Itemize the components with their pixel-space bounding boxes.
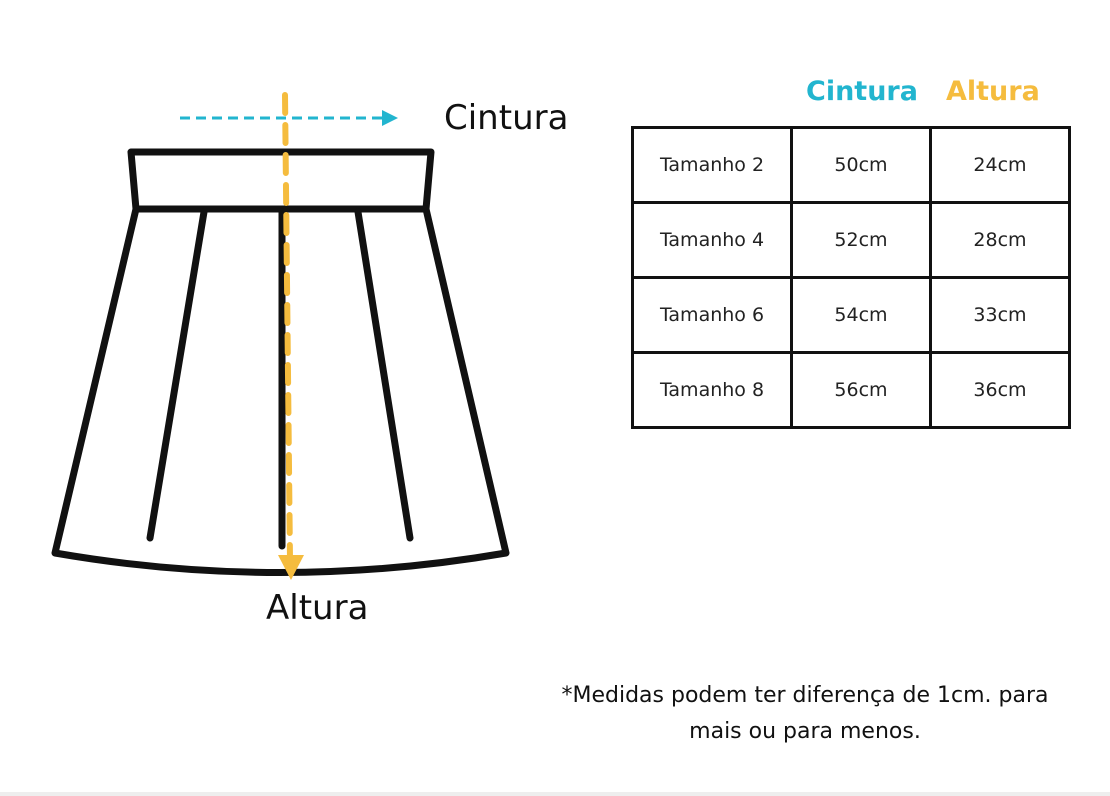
pleat-line xyxy=(354,208,414,542)
length-cell: 28cm xyxy=(929,201,1071,279)
waist-cell: 54cm xyxy=(790,276,932,354)
table-row: Tamanho 2 50cm 24cm xyxy=(631,126,1071,204)
size-table: Tamanho 2 50cm 24cm Tamanho 4 52cm 28cm … xyxy=(631,126,1071,429)
size-cell: Tamanho 6 xyxy=(631,276,793,354)
skirt-waistband xyxy=(127,148,435,213)
waist-cell: 50cm xyxy=(790,126,932,204)
table-row: Tamanho 6 54cm 33cm xyxy=(631,276,1071,354)
header-waist: Cintura xyxy=(806,76,918,107)
table-row: Tamanho 4 52cm 28cm xyxy=(631,201,1071,279)
waist-label: Cintura xyxy=(444,98,569,138)
header-length: Altura xyxy=(946,76,1040,107)
length-cell: 33cm xyxy=(929,276,1071,354)
waist-cell: 56cm xyxy=(790,351,932,429)
length-label: Altura xyxy=(266,588,369,628)
length-cell: 36cm xyxy=(929,351,1071,429)
table-row: Tamanho 8 56cm 36cm xyxy=(631,351,1071,429)
length-arrow xyxy=(282,92,293,563)
measurement-note: *Medidas podem ter diferença de 1cm. par… xyxy=(520,678,1090,750)
size-cell: Tamanho 2 xyxy=(631,126,793,204)
waist-cell: 52cm xyxy=(790,201,932,279)
size-cell: Tamanho 4 xyxy=(631,201,793,279)
bottom-divider xyxy=(0,792,1110,796)
note-line-2: mais ou para menos. xyxy=(689,719,921,744)
note-line-1: *Medidas podem ter diferença de 1cm. par… xyxy=(561,683,1049,708)
skirt-body xyxy=(51,205,510,576)
skirt-outline xyxy=(51,148,510,576)
waist-arrowhead-icon xyxy=(382,110,398,126)
pleat-line xyxy=(146,208,208,542)
length-arrowhead-icon xyxy=(278,555,304,580)
length-cell: 24cm xyxy=(929,126,1071,204)
size-cell: Tamanho 8 xyxy=(631,351,793,429)
